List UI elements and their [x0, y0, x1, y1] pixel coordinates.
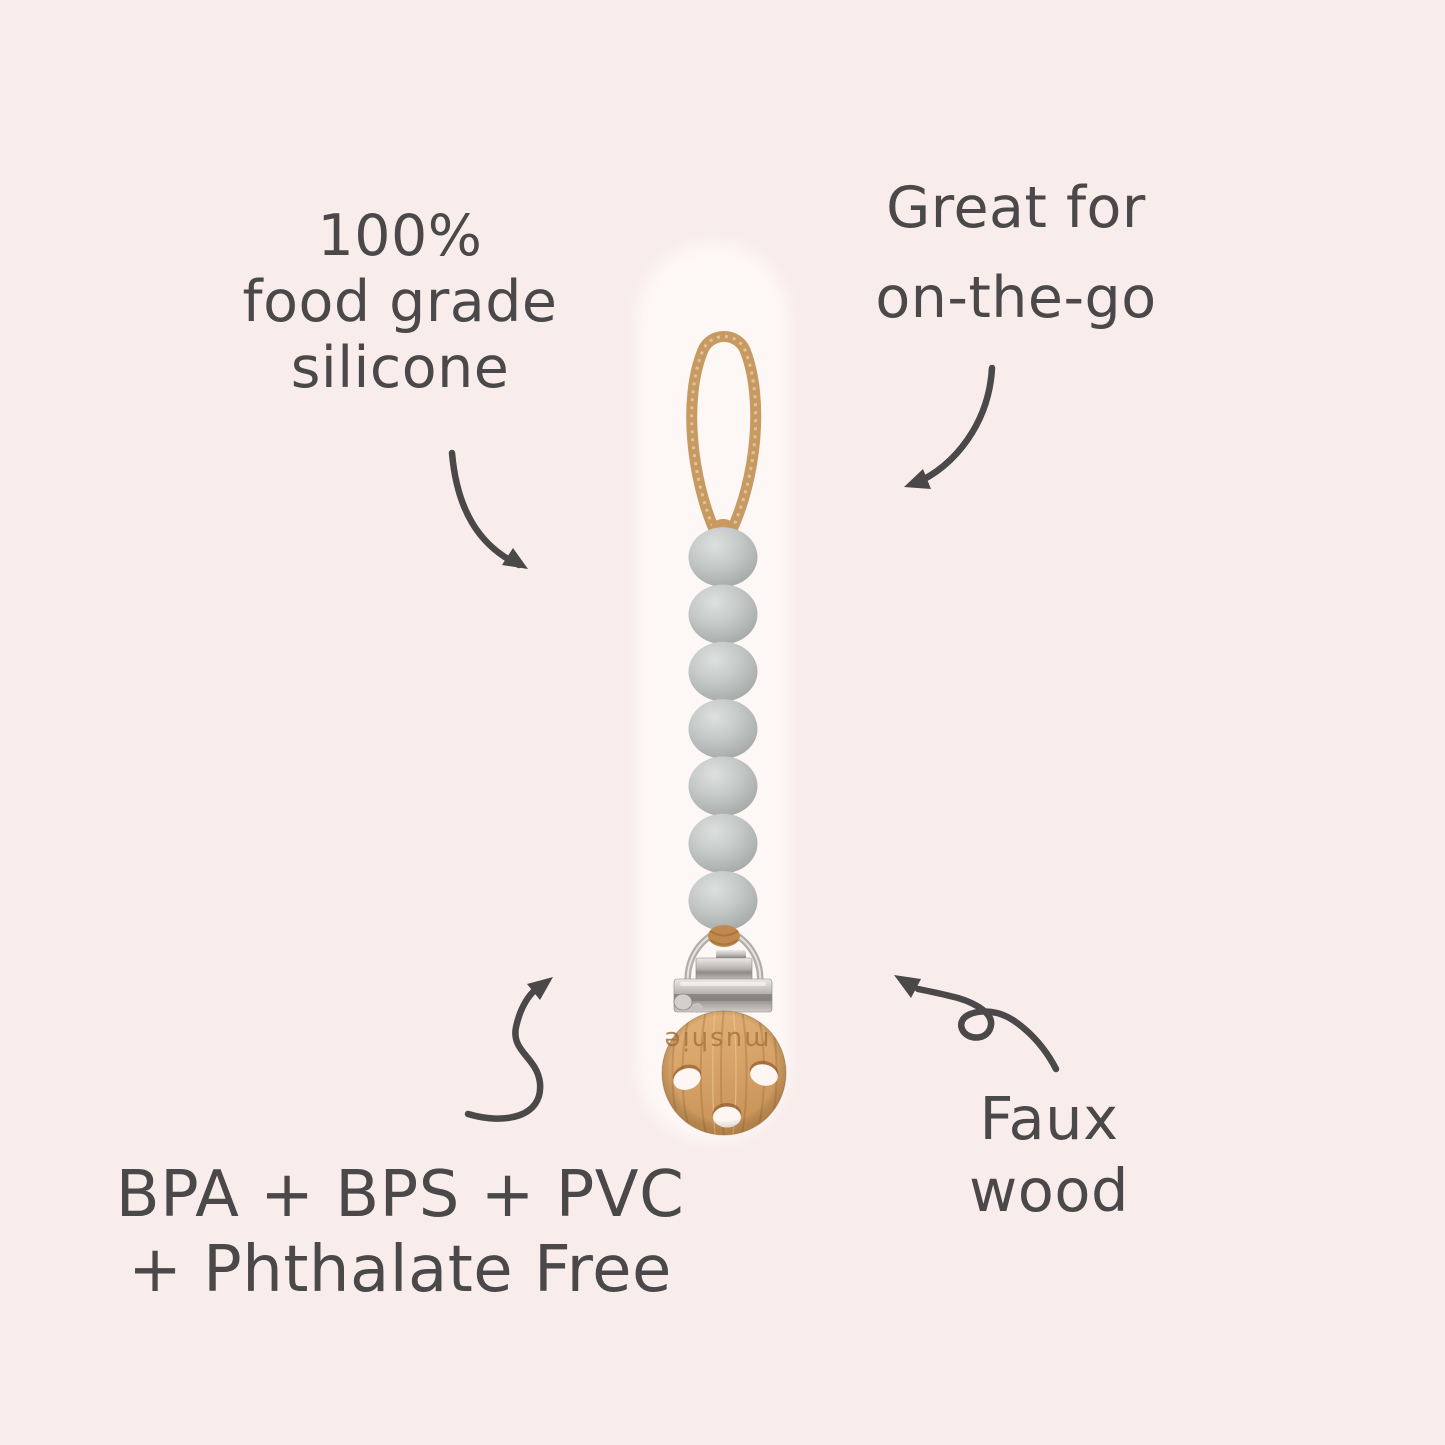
- silicone-bead: [688, 813, 758, 874]
- arrowhead-fauxwood-icon: [894, 975, 921, 998]
- silicone-bead: [688, 641, 758, 702]
- label-faux-wood: Faux wood: [899, 1083, 1199, 1227]
- label-line: 100%: [317, 203, 483, 269]
- label-bpa-free: BPA + BPS + PVC + Phthalate Free: [90, 1158, 710, 1308]
- arrowhead-silicone-icon: [502, 548, 528, 569]
- label-great-for-on-the-go: Great for on-the-go: [766, 163, 1266, 343]
- silicone-bead: [688, 756, 758, 816]
- wood-disc: mushie: [661, 1010, 787, 1136]
- silicone-bead: [688, 527, 758, 587]
- label-line: food grade: [242, 269, 558, 335]
- arrow-bpa-icon: [464, 985, 544, 1122]
- label-line: BPA + BPS + PVC: [115, 1158, 685, 1232]
- label-line: Faux: [979, 1084, 1119, 1153]
- label-line: silicone: [290, 335, 510, 401]
- arrow-fauxwood-icon: [914, 985, 1060, 1073]
- label-line: on-the-go: [875, 265, 1157, 331]
- arrowhead-onthego-icon: [904, 469, 931, 489]
- bead-strand: [688, 527, 758, 931]
- arrow-silicone-icon: [448, 449, 523, 569]
- label-line: + Phthalate Free: [128, 1233, 672, 1307]
- cord-loop: [686, 331, 762, 540]
- label-line: Great for: [886, 175, 1146, 241]
- label-line: wood: [969, 1156, 1129, 1225]
- silicone-bead: [688, 699, 758, 759]
- arrow-onthego-icon: [910, 364, 996, 488]
- arrowhead-bpa-icon: [527, 977, 553, 1000]
- silicone-bead: [688, 871, 758, 931]
- label-food-grade-silicone: 100% food grade silicone: [130, 203, 670, 401]
- silicone-bead: [688, 584, 758, 645]
- clip-metal: [673, 925, 773, 1013]
